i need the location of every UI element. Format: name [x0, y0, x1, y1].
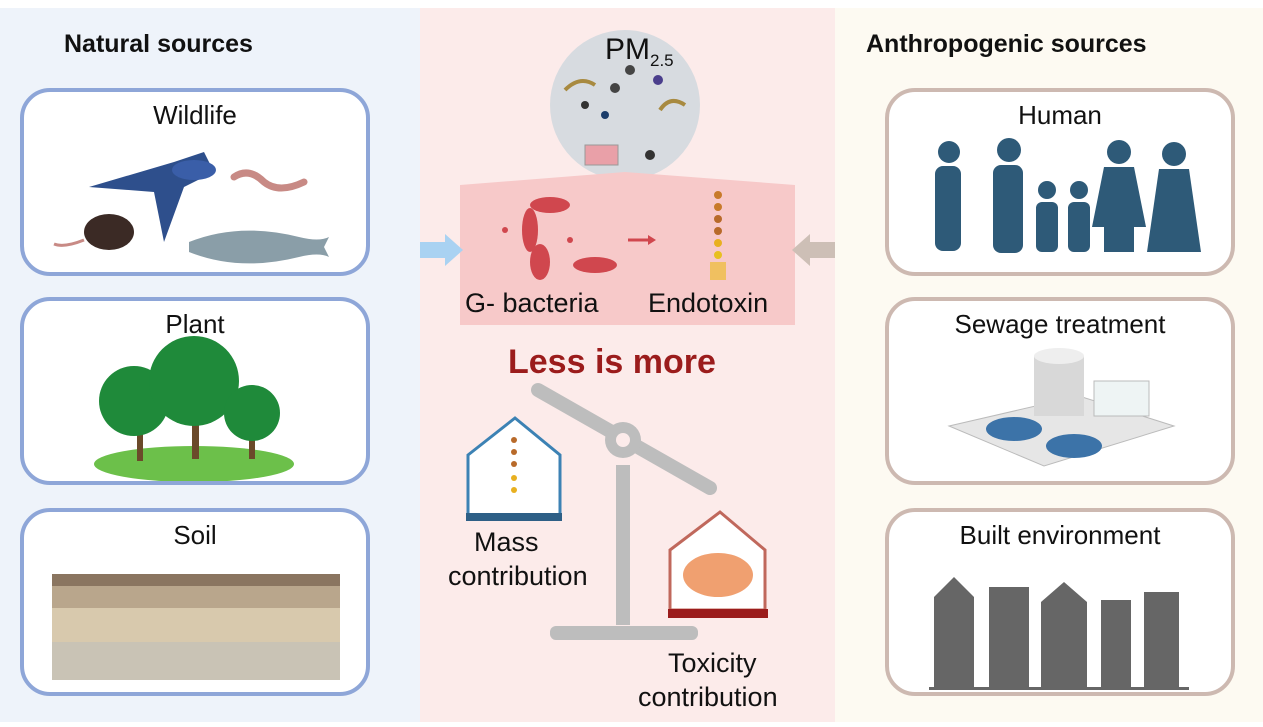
bacteria-icon	[502, 197, 617, 280]
mouse-icon	[84, 214, 134, 250]
human-label: Human	[1018, 100, 1102, 130]
toxicity-house-icon	[668, 510, 768, 618]
headline: Less is more	[508, 343, 716, 381]
right-arrow-icon	[792, 234, 835, 266]
trees-icon	[94, 336, 294, 481]
balance-scale-icon	[531, 383, 717, 640]
plant-box: Plant	[20, 297, 370, 485]
g-bacteria-label: G- bacteria	[465, 288, 599, 318]
sewage-plant-icon	[947, 348, 1176, 467]
anthropogenic-sources-title: Anthropogenic sources	[866, 30, 1147, 58]
wildlife-illustration	[53, 152, 329, 264]
mass-house-icon	[466, 416, 562, 521]
left-arrow-icon	[420, 234, 463, 266]
human-box: Human	[885, 88, 1235, 276]
mass-label-line1: Mass	[474, 527, 539, 557]
cells-icon	[683, 553, 753, 597]
built-environment-box: Built environment	[885, 508, 1235, 696]
sewage-label: Sewage treatment	[954, 309, 1166, 339]
endotoxin-icon	[710, 191, 726, 280]
built-environment-label: Built environment	[959, 520, 1161, 550]
soil-label: Soil	[173, 520, 217, 550]
endotoxin-label: Endotoxin	[648, 288, 769, 318]
people-icon	[935, 138, 1201, 253]
toxicity-label-line2: contribution	[638, 682, 778, 712]
worm-icon	[230, 169, 308, 192]
pm25-particle-icon	[550, 30, 700, 180]
wildlife-label: Wildlife	[153, 100, 237, 130]
mass-label-line2: contribution	[448, 561, 588, 591]
center-illustration	[420, 30, 835, 640]
plant-label: Plant	[165, 309, 225, 339]
fish-icon	[189, 230, 329, 264]
soil-layers-icon	[52, 574, 340, 680]
soil-box: Soil	[20, 508, 370, 696]
toxicity-label-line1: Toxicity	[668, 648, 757, 678]
buildings-icon	[929, 577, 1189, 690]
wildlife-box: Wildlife	[20, 88, 370, 276]
sewage-box: Sewage treatment	[885, 297, 1235, 485]
pm-label: PM2.5	[605, 33, 674, 70]
natural-sources-title: Natural sources	[64, 30, 253, 58]
